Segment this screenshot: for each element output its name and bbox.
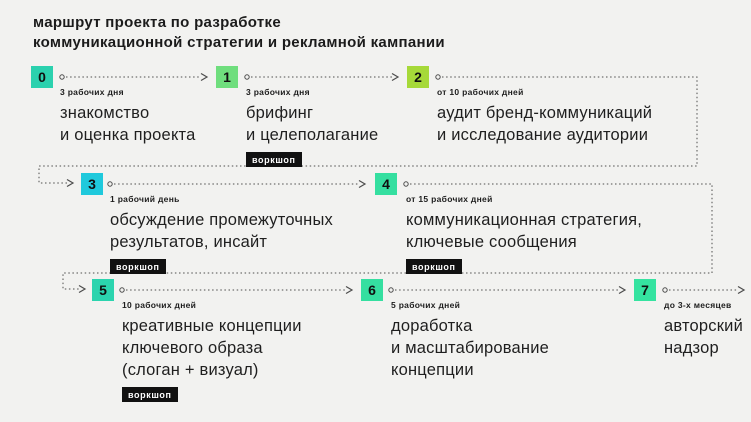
step-5-duration: 10 рабочих дней <box>122 300 197 310</box>
step-3-marker: 3 <box>81 173 103 195</box>
workshop-badge: воркшоп <box>122 387 178 402</box>
workshop-badge: воркшоп <box>110 259 166 274</box>
step-6-title: доработка и масштабирование концепции <box>391 317 550 379</box>
step-1-duration: 3 рабочих дня <box>246 87 310 97</box>
step-1-block: 3 рабочих дня брифинг и целеполагание во… <box>246 87 378 168</box>
step-2-number: 2 <box>414 69 422 85</box>
step-0-duration: 3 рабочих дня <box>60 87 124 97</box>
step-2-title: аудит бренд-коммуникаций и исследование … <box>437 104 653 144</box>
step-7-marker: 7 <box>634 279 656 301</box>
step-7-block: до 3-х месяцев авторский надзор <box>664 300 743 359</box>
step-0-number: 0 <box>38 69 46 85</box>
step-0-block: 3 рабочих дня знакомство и оценка проект… <box>60 87 196 146</box>
page-title-line2: коммуникационной стратегии и рекламной к… <box>33 34 445 51</box>
step-3-duration: 1 рабочий день <box>110 194 180 204</box>
step-4-duration: от 15 рабочих дней <box>406 194 493 204</box>
step-6-number: 6 <box>368 282 376 298</box>
step-5-title: креативные концепции ключевого образа (с… <box>122 317 302 379</box>
step-6-marker: 6 <box>361 279 383 301</box>
step-7-number: 7 <box>641 282 649 298</box>
step-2-duration: от 10 рабочих дней <box>437 87 524 97</box>
step-1-title: брифинг и целеполагание <box>246 104 379 144</box>
step-0-marker: 0 <box>31 66 53 88</box>
step-3-title: обсуждение промежуточных результатов, ин… <box>110 211 333 251</box>
page-title: маршрут проекта по разработке коммуникац… <box>33 13 445 53</box>
step-5-number: 5 <box>99 282 107 298</box>
step-7-title: авторский надзор <box>664 317 744 357</box>
step-6-block: 5 рабочих дней доработка и масштабирован… <box>391 300 549 381</box>
workshop-badge: воркшоп <box>246 152 302 167</box>
step-5-marker: 5 <box>92 279 114 301</box>
step-3-block: 1 рабочий день обсуждение промежуточных … <box>110 194 333 275</box>
workshop-badge: воркшоп <box>406 259 462 274</box>
step-4-marker: 4 <box>375 173 397 195</box>
step-2-marker: 2 <box>407 66 429 88</box>
step-2-block: от 10 рабочих дней аудит бренд-коммуника… <box>437 87 652 146</box>
step-3-number: 3 <box>88 176 96 192</box>
step-4-block: от 15 рабочих дней коммуникационная стра… <box>406 194 642 275</box>
step-5-block: 10 рабочих дней креативные концепции клю… <box>122 300 302 403</box>
step-1-marker: 1 <box>216 66 238 88</box>
page-title-line1: маршрут проекта по разработке <box>33 14 281 31</box>
step-4-title: коммуникационная стратегия, ключевые соо… <box>406 211 643 251</box>
step-1-number: 1 <box>223 69 231 85</box>
step-7-duration: до 3-х месяцев <box>664 300 732 310</box>
step-4-number: 4 <box>382 176 390 192</box>
step-6-duration: 5 рабочих дней <box>391 300 461 310</box>
step-0-title: знакомство и оценка проекта <box>60 104 196 144</box>
